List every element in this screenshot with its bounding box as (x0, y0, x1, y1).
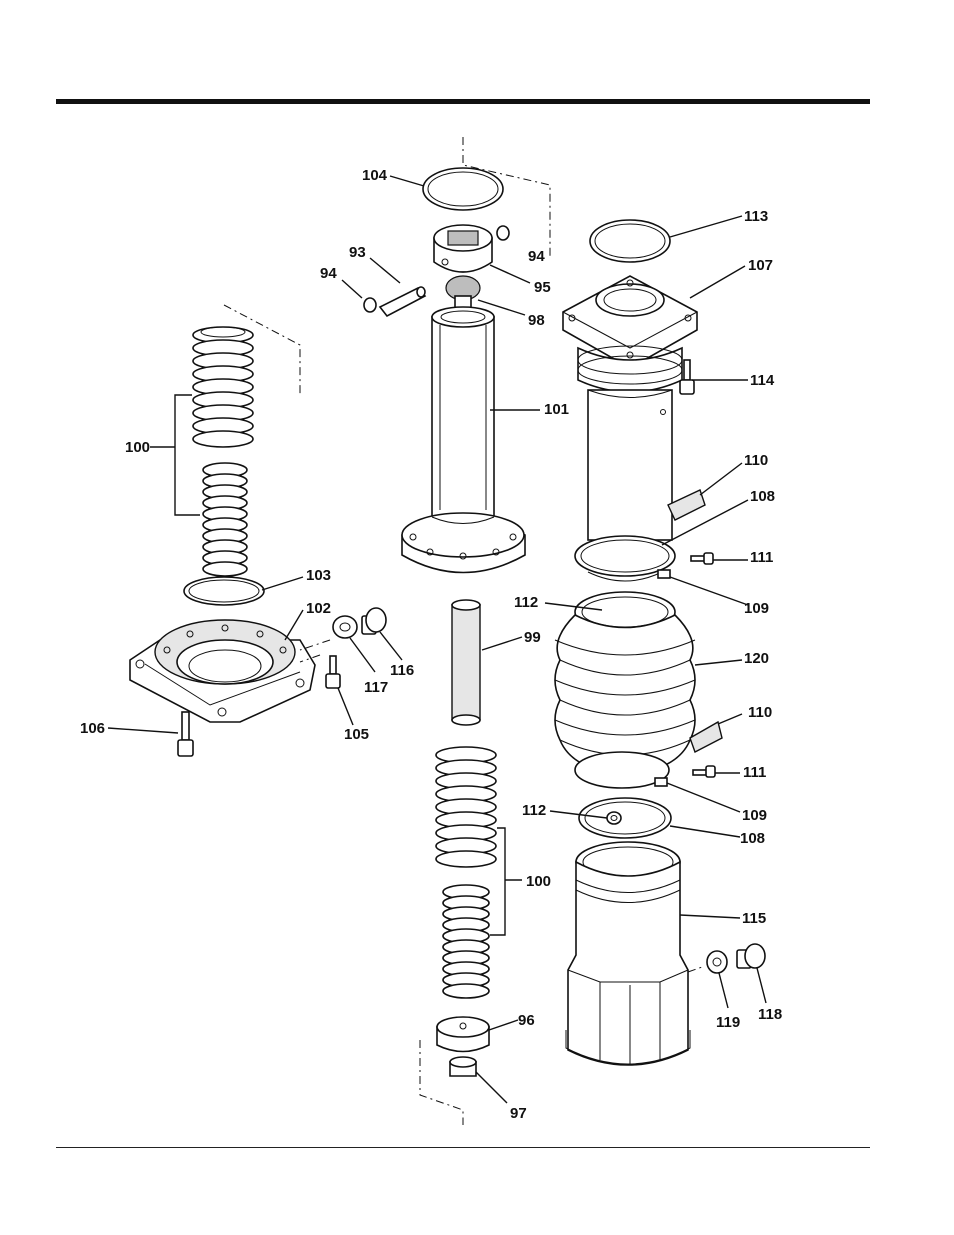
bolt-106 (178, 712, 193, 756)
left-spring-assembly (130, 305, 386, 756)
clamp-band-109-lower (575, 752, 669, 788)
foot-115 (566, 842, 690, 1065)
right-housing-assembly (555, 220, 765, 1065)
washer-119 (707, 951, 727, 973)
plug-118 (737, 944, 765, 968)
label-99: 99 (524, 629, 541, 646)
label-116: 116 (390, 662, 414, 679)
label-96: 96 (518, 1012, 535, 1029)
label-97: 97 (510, 1105, 527, 1122)
label-108-lower: 108 (740, 830, 765, 847)
washer-117 (333, 616, 357, 638)
label-111-lower: 111 (743, 764, 766, 781)
label-113: 113 (744, 208, 768, 225)
label-120: 120 (744, 650, 769, 667)
label-105: 105 (344, 726, 369, 743)
label-114: 114 (750, 372, 775, 389)
ring-108-lower (579, 798, 671, 838)
label-111-upper: 111 (750, 549, 773, 566)
center-column-assembly (364, 137, 550, 1125)
label-107: 107 (748, 257, 773, 274)
label-117: 117 (364, 679, 388, 696)
label-104: 104 (362, 167, 388, 184)
label-98: 98 (528, 312, 545, 329)
label-102: 102 (306, 600, 331, 617)
label-115: 115 (742, 910, 766, 927)
pin-93 (380, 287, 425, 316)
o-ring-113 (590, 220, 670, 262)
spring-upper-left (193, 327, 253, 447)
snap-ring-94-right (497, 226, 509, 240)
nut-112-lower (607, 812, 621, 824)
label-94-right: 94 (528, 248, 545, 265)
label-101: 101 (544, 401, 569, 418)
label-93: 93 (349, 244, 366, 261)
snap-ring-94-left (364, 298, 376, 312)
screw-111-lower (693, 766, 715, 777)
label-100-left: 100 (125, 439, 150, 456)
label-109-upper: 109 (744, 600, 769, 617)
o-ring-104 (423, 168, 503, 210)
piston-head-95 (434, 225, 492, 272)
screw-111-upper (691, 553, 713, 564)
label-110-upper: 110 (744, 452, 768, 469)
spring-lower-center (443, 885, 489, 998)
column-101 (402, 307, 525, 573)
spring-lower-left (203, 463, 247, 576)
label-108-upper: 108 (750, 488, 775, 505)
clamp-half-110-upper (668, 490, 705, 520)
label-106: 106 (80, 720, 105, 737)
label-100-center: 100 (526, 873, 551, 890)
bellows-120 (555, 592, 695, 775)
label-118: 118 (758, 1006, 782, 1023)
label-112-upper: 112 (514, 594, 538, 611)
label-95: 95 (534, 279, 551, 296)
label-109-lower: 109 (742, 807, 767, 824)
label-112-lower: 112 (522, 802, 546, 819)
label-119: 119 (716, 1014, 740, 1031)
label-94-left: 94 (320, 265, 337, 282)
nut-97 (450, 1057, 476, 1076)
label-110-lower: 110 (748, 704, 772, 721)
rubber-tube-99 (452, 600, 480, 725)
spring-upper-center (436, 747, 496, 867)
spacer-96 (437, 1017, 489, 1052)
label-103: 103 (306, 567, 331, 584)
o-ring-103 (184, 577, 264, 605)
